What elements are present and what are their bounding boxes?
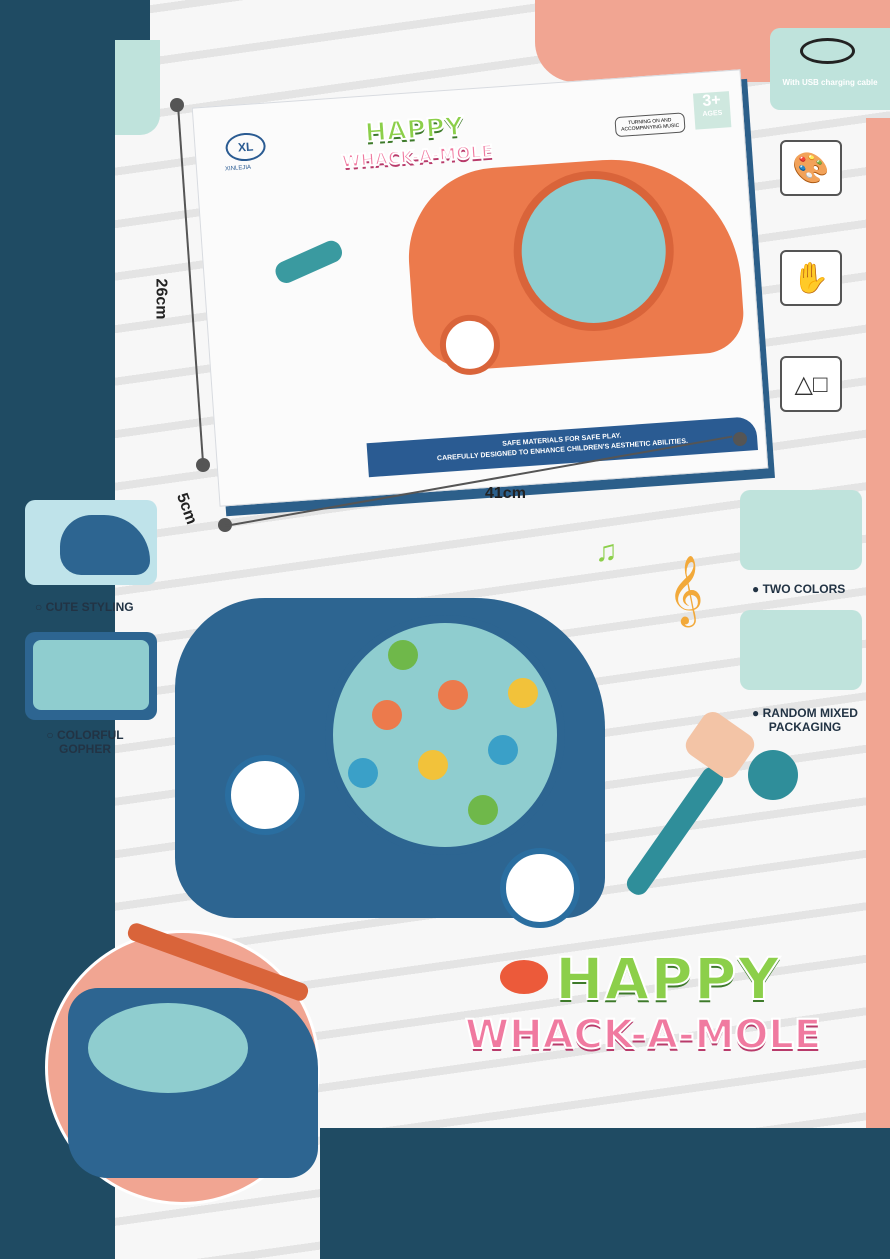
cute-text: CUTE STYLING <box>45 600 134 614</box>
mole <box>438 680 468 710</box>
product-box: XL XINLEJIA HAPPY WHACK-A-MOLE TURNING O… <box>191 69 769 507</box>
dim-width-label: 41cm <box>485 485 526 502</box>
bottom-navy-band <box>320 1128 890 1259</box>
closeup-circle <box>45 921 320 1205</box>
gopher-text: COLORFUL GOPHER <box>56 728 124 756</box>
top-navy-corner <box>0 0 150 40</box>
age-badge: 3+AGES <box>692 91 732 130</box>
packaging-label: ● RANDOM MIXED PACKAGING <box>752 706 858 734</box>
closeup-dial <box>88 1003 248 1093</box>
brand-logo: XL <box>224 131 267 163</box>
cute-styling-label: ○ CUTE STYLING <box>35 600 134 614</box>
music-note-bubble: TURNING ON AND ACCOMPANYING MUSIC <box>614 112 686 138</box>
mole <box>468 795 498 825</box>
mole <box>508 678 538 708</box>
box-tagline-band: SAFE MATERIALS FOR SAFE PLAY.CAREFULLY D… <box>366 416 758 478</box>
logo-hammer-icon <box>500 960 548 994</box>
mole <box>388 640 418 670</box>
box-title-whack: WHACK-A-MOLE <box>340 141 494 174</box>
usb-cable-panel: With USB charging cable <box>770 28 890 110</box>
mint-accent <box>115 40 160 135</box>
gopher-label: ○ COLORFUL GOPHER <box>46 728 124 756</box>
dim-dot <box>196 458 210 472</box>
logo-whack-a-mole: WHACK-A-MOLE <box>464 1011 822 1059</box>
two-colors-text: TWO COLORS <box>762 582 846 596</box>
main-wheel-rear <box>500 848 580 928</box>
two-colors-thumb <box>740 490 862 570</box>
packaging-thumb <box>740 610 862 690</box>
music-note-icon: ♫ <box>595 535 618 568</box>
usb-label: With USB charging cable <box>782 78 878 87</box>
mole <box>372 700 402 730</box>
age-label: AGES <box>702 109 723 119</box>
box-title-happy: HAPPY <box>363 111 466 150</box>
main-dial <box>325 615 565 855</box>
cute-styling-thumb <box>25 500 157 585</box>
mole <box>418 750 448 780</box>
brand-name: XINLEJIA <box>224 164 252 173</box>
right-salmon-stripe <box>866 118 890 1128</box>
usb-cable-icon <box>800 38 855 64</box>
packaging-text: RANDOM MIXED PACKAGING <box>762 706 858 734</box>
dim-dot <box>733 432 747 446</box>
mole <box>348 758 378 788</box>
logo-happy: HAPPY <box>554 944 781 1014</box>
teal-hammer-cap <box>748 750 798 800</box>
two-colors-label: ● TWO COLORS <box>752 582 846 596</box>
treble-clef-icon: 𝄞 <box>668 556 704 623</box>
shapes-icon: △□ <box>780 356 842 412</box>
mole <box>488 735 518 765</box>
box-hammer <box>272 237 346 287</box>
dim-height-label: 26cm <box>152 278 170 320</box>
main-wheel-front <box>225 755 305 835</box>
hand-eye-icon: ✋ <box>780 250 842 306</box>
gopher-thumb <box>25 632 157 720</box>
palette-icon: 🎨 <box>780 140 842 196</box>
dim-dot <box>170 98 184 112</box>
